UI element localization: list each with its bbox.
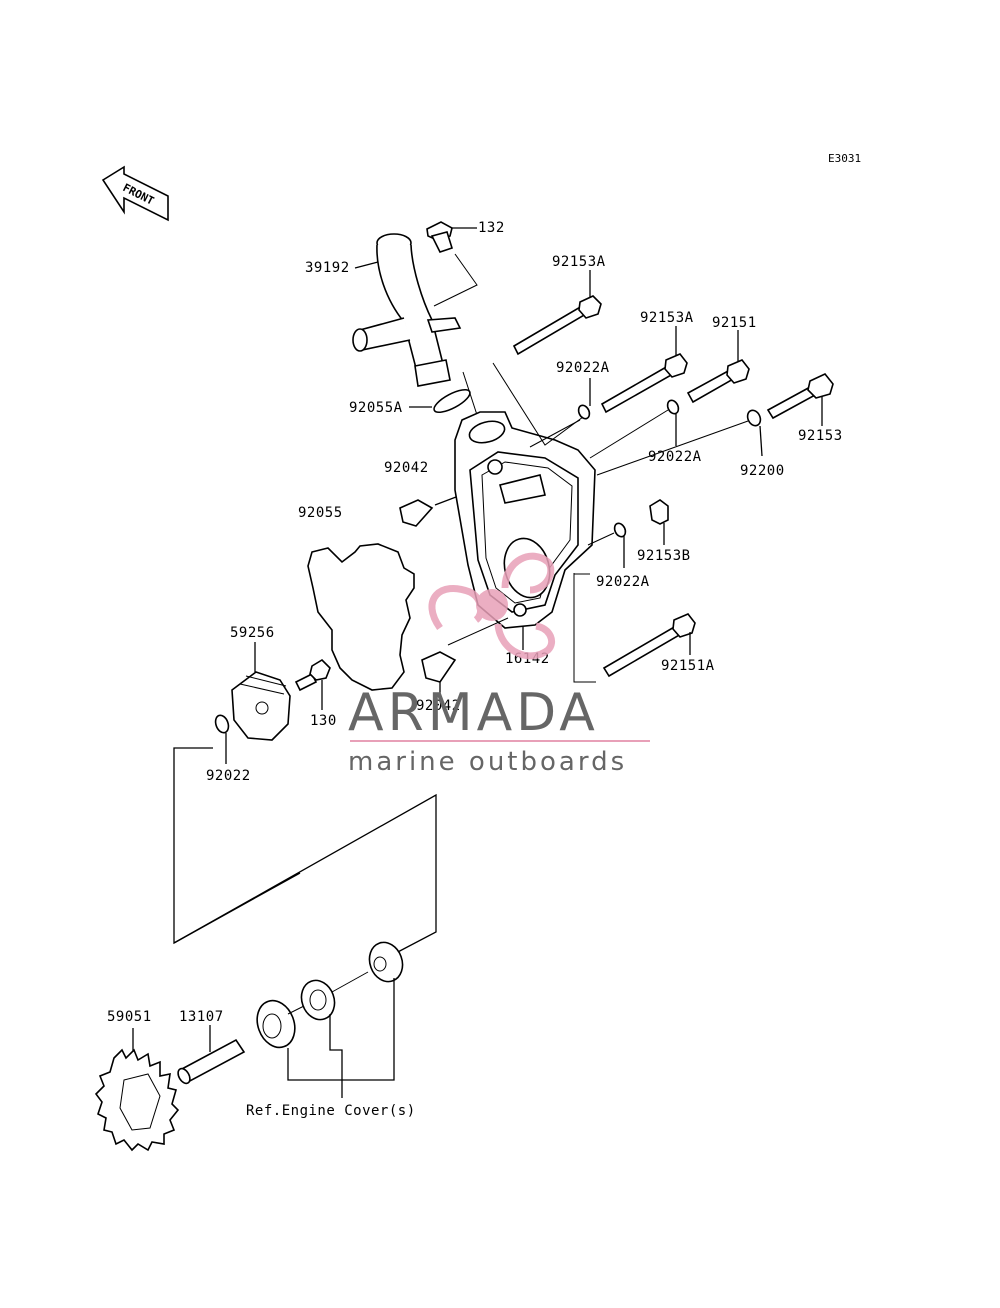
o-ring-92055A [433, 388, 471, 414]
bolt-92153A-1 [512, 270, 602, 356]
label-92151: 92151 [712, 315, 757, 331]
bolt-92153B [649, 499, 669, 545]
label-92153: 92153 [798, 428, 843, 444]
label-92153A-2: 92153A [640, 310, 694, 326]
bolt-92153A-2 [600, 326, 688, 414]
gasket-92055 [307, 543, 415, 691]
watermark-brand: ARMADA [348, 683, 599, 743]
label-59051: 59051 [107, 1009, 152, 1025]
dowel-92042-top [399, 499, 434, 527]
label-92153A-1: 92153A [552, 254, 606, 270]
pipe-39192 [352, 233, 462, 387]
label-92055A: 92055A [349, 400, 403, 416]
bearing-upper [300, 979, 336, 1021]
washer-92022A-1 [577, 404, 591, 420]
oil-seal [368, 941, 404, 1003]
label-92022: 92022 [206, 768, 251, 784]
washer-92022 [214, 714, 230, 734]
washer-92022A-3 [613, 522, 627, 538]
dowel-92042-bottom [421, 651, 457, 683]
front-arrow-icon: FRONT [101, 165, 169, 222]
armada-logo [428, 552, 555, 660]
label-130: 130 [310, 713, 337, 729]
label-59256: 59256 [230, 625, 275, 641]
impeller-59256 [231, 642, 291, 741]
washer-92200 [746, 409, 762, 427]
label-92151A: 92151A [661, 658, 715, 674]
label-92042-bottom: 92042 [416, 698, 461, 714]
shaft-13107 [177, 1025, 246, 1085]
washer-92022A-2 [666, 399, 680, 415]
bolt-92151 [686, 330, 750, 404]
label-13107: 13107 [179, 1009, 224, 1025]
label-92200: 92200 [740, 463, 785, 479]
bolt-92153 [766, 373, 834, 426]
bolt-132 [426, 221, 477, 253]
label-92022A-3: 92022A [596, 574, 650, 590]
diagram-code: E3031 [828, 152, 861, 165]
label-92055: 92055 [298, 505, 343, 521]
label-92153B: 92153B [637, 548, 691, 564]
label-ref-engine-cover: Ref.Engine Cover(s) [246, 1103, 416, 1119]
bolt-130 [294, 658, 331, 710]
bearing-lower [256, 999, 296, 1049]
watermark-tagline: marine outboards [348, 747, 627, 777]
label-92022A-1: 92022A [556, 360, 610, 376]
label-92022A-2: 92022A [648, 449, 702, 465]
label-132: 132 [478, 220, 505, 236]
label-92042-top: 92042 [384, 460, 429, 476]
bolt-92151A [602, 613, 696, 678]
label-39192: 39192 [305, 260, 350, 276]
gear-59051 [94, 1028, 180, 1152]
